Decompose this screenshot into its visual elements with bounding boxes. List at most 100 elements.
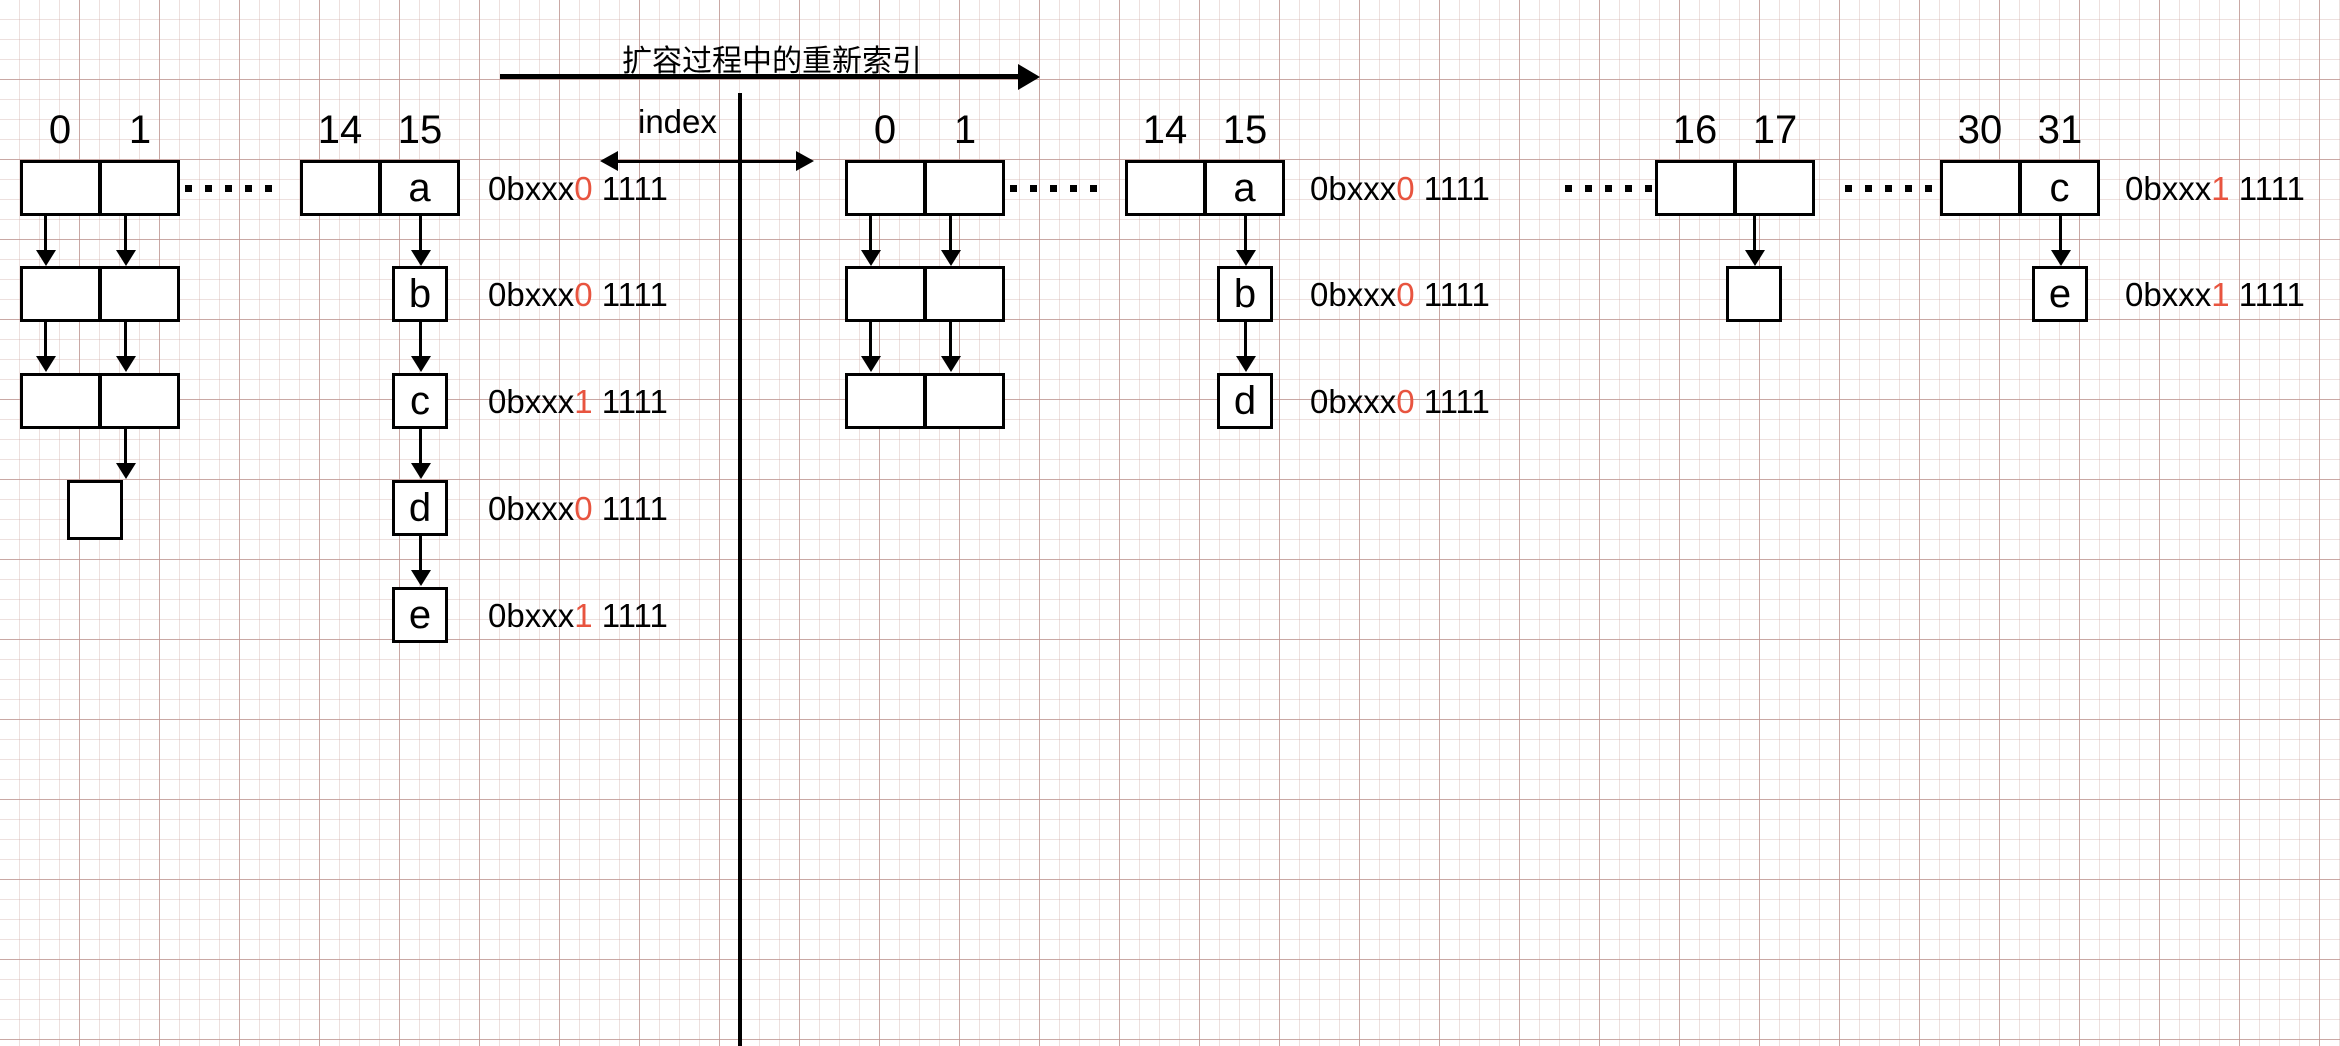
right-bucket-index-17: 17 <box>1752 108 1798 152</box>
right-slot-0-row-2 <box>845 373 925 429</box>
binary-suffix: 1111 <box>592 383 668 420</box>
index-arrow-line <box>618 160 798 163</box>
right-slot-0-row-1 <box>845 266 925 322</box>
dot <box>1030 185 1037 192</box>
left-bucket-index-14: 14 <box>317 108 363 152</box>
binary-prefix: 0bxxx <box>488 170 575 207</box>
right-bucket-index-0: 0 <box>873 108 897 152</box>
binary-prefix: 0bxxx <box>488 490 575 527</box>
left-link-head-a-b <box>411 250 431 266</box>
right-link-b-d <box>1244 322 1247 360</box>
left-link-head-c-d <box>411 463 431 479</box>
left-link-head-d-e <box>411 570 431 586</box>
right-link-head-a-b <box>1236 250 1256 266</box>
left-slot-15-node-c: c <box>392 373 448 429</box>
binary-highlight-bit: 0 <box>574 276 593 313</box>
left-link-head-1-0 <box>116 250 136 266</box>
left-slot-0-row-1 <box>20 266 100 322</box>
right-slot-16 <box>1655 160 1735 216</box>
right-slot-15-node-b: b <box>1217 266 1273 322</box>
index-arrow-head-left <box>600 151 618 171</box>
left-binary-label-d: 0bxxx0 1111 <box>488 492 668 525</box>
right-binary-label-a: 0bxxx0 1111 <box>1310 172 1490 205</box>
left-binary-label-b: 0bxxx0 1111 <box>488 278 668 311</box>
left-link-b-c <box>419 322 422 360</box>
left-link-0-1 <box>44 322 47 360</box>
right-bucket-index-31: 31 <box>2037 108 2083 152</box>
left-slot-14 <box>300 160 380 216</box>
left-link-c-d <box>419 429 422 467</box>
right-binary-label-c: 0bxxx1 1111 <box>2125 172 2305 205</box>
dot <box>1925 185 1932 192</box>
right-link-head-17-0 <box>1745 250 1765 266</box>
left-link-0-0 <box>44 216 47 254</box>
right-link-head-c-e <box>2051 250 2071 266</box>
left-slot-15-node-b: b <box>392 266 448 322</box>
binary-highlight-bit: 0 <box>1396 383 1415 420</box>
right-slot-1-row-2 <box>925 373 1005 429</box>
left-link-d-e <box>419 536 422 574</box>
right-slot-17 <box>1735 160 1815 216</box>
dot <box>1585 185 1592 192</box>
dot <box>1090 185 1097 192</box>
left-slot-1-row-2 <box>100 373 180 429</box>
left-binary-label-c: 0bxxx1 1111 <box>488 385 668 418</box>
left-link-head-b-c <box>411 356 431 372</box>
left-link-head-0-0 <box>36 250 56 266</box>
binary-prefix: 0bxxx <box>488 597 575 634</box>
right-link-1-0 <box>949 216 952 254</box>
left-bucket-index-0: 0 <box>48 108 72 152</box>
right-link-0-1 <box>869 322 872 360</box>
left-slot-1-row-0 <box>100 160 180 216</box>
dot <box>1845 185 1852 192</box>
binary-prefix: 0bxxx <box>2125 276 2212 313</box>
right-ellipsis-3 <box>1845 185 1932 192</box>
index-arrow-head-right <box>796 151 814 171</box>
left-link-1-1 <box>124 322 127 360</box>
dot <box>1645 185 1652 192</box>
left-link-head-0-1 <box>36 356 56 372</box>
dot <box>1050 185 1057 192</box>
binary-suffix: 1111 <box>2229 276 2305 313</box>
right-bucket-index-14: 14 <box>1142 108 1188 152</box>
right-slot-31-node-c: c <box>2020 160 2100 216</box>
dot <box>245 185 252 192</box>
left-bucket-index-15: 15 <box>397 108 443 152</box>
left-slot-15-node-e: e <box>392 587 448 643</box>
binary-suffix: 1111 <box>1414 170 1490 207</box>
dot <box>205 185 212 192</box>
right-slot-1-row-0 <box>925 160 1005 216</box>
right-link-c-e <box>2059 216 2062 254</box>
left-link-head-1-1 <box>116 356 136 372</box>
left-bucket-index-1: 1 <box>128 108 152 152</box>
right-bucket-index-15: 15 <box>1222 108 1268 152</box>
left-link-1-0 <box>124 216 127 254</box>
binary-suffix: 1111 <box>2229 170 2305 207</box>
binary-suffix: 1111 <box>1414 276 1490 313</box>
right-slot-15-node-d: d <box>1217 373 1273 429</box>
binary-prefix: 0bxxx <box>1310 170 1397 207</box>
right-slot-0-row-0 <box>845 160 925 216</box>
dot <box>1885 185 1892 192</box>
expansion-arrow-line <box>500 74 1020 79</box>
binary-highlight-bit: 1 <box>2211 170 2230 207</box>
right-link-head-b-d <box>1236 356 1256 372</box>
dot <box>1625 185 1632 192</box>
left-slot-1-row-1 <box>100 266 180 322</box>
dot <box>1070 185 1077 192</box>
right-link-17-0 <box>1753 216 1756 254</box>
right-slot-14 <box>1125 160 1205 216</box>
right-binary-label-d: 0bxxx0 1111 <box>1310 385 1490 418</box>
expansion-arrow-head <box>1018 64 1040 90</box>
binary-highlight-bit: 0 <box>574 490 593 527</box>
right-slot-30 <box>1940 160 2020 216</box>
right-slot-31-node-e: e <box>2032 266 2088 322</box>
binary-highlight-bit: 1 <box>574 597 593 634</box>
left-slot-0-row-2 <box>20 373 100 429</box>
right-bucket-index-30: 30 <box>1957 108 2003 152</box>
left-slot-1-row-3 <box>67 480 123 540</box>
right-link-head-1-1 <box>941 356 961 372</box>
right-link-head-0-1 <box>861 356 881 372</box>
right-ellipsis-1 <box>1010 185 1097 192</box>
right-bucket-index-1: 1 <box>953 108 977 152</box>
